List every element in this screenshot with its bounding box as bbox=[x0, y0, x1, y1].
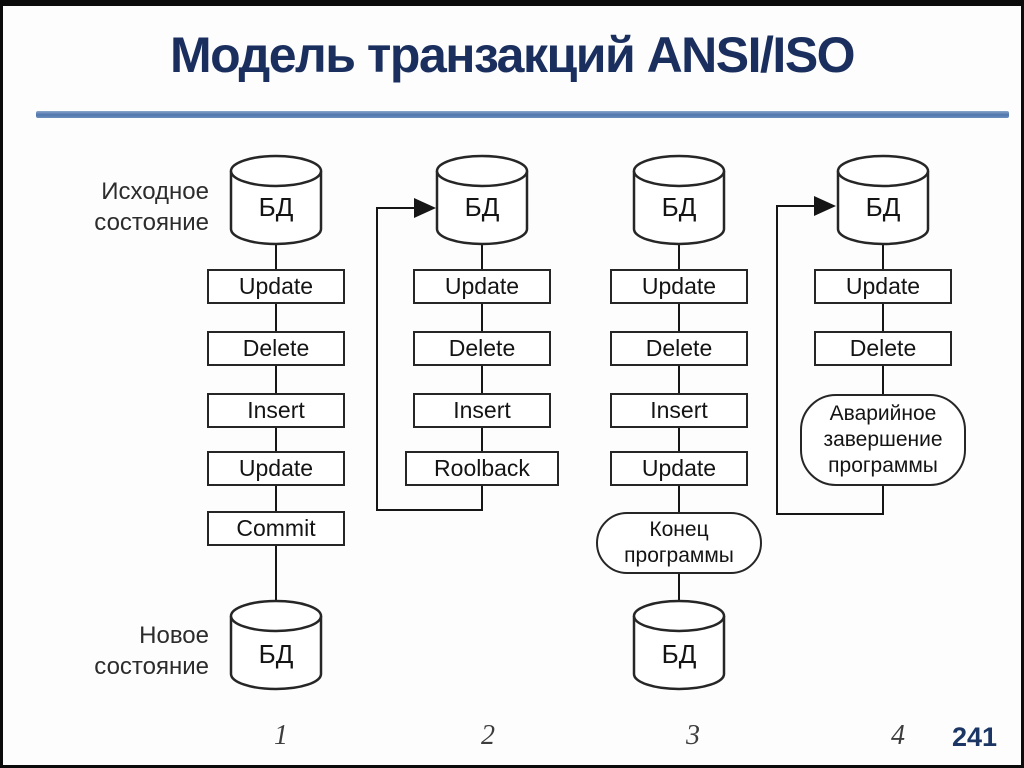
database-cylinder-icon bbox=[836, 154, 930, 246]
col3-top-database-cylinder bbox=[632, 154, 726, 253]
col1-step-commit: Commit bbox=[207, 511, 345, 546]
col3-step-update1: Update bbox=[610, 269, 748, 304]
col2-step-update: Update bbox=[413, 269, 551, 304]
database-cylinder-icon bbox=[229, 599, 323, 691]
column-number-4: 4 bbox=[891, 720, 905, 751]
col3-bottom-database-cylinder bbox=[632, 599, 726, 698]
database-cylinder-icon bbox=[229, 154, 323, 246]
col4-top-database-cylinder bbox=[836, 154, 930, 253]
col3-bottom-db-label: БД bbox=[661, 639, 697, 669]
col2-spine-line bbox=[481, 242, 483, 511]
title-underline bbox=[36, 111, 1009, 118]
col3-top-db-label: БД bbox=[661, 192, 697, 222]
col2-top-database-cylinder bbox=[435, 154, 529, 253]
col3-terminator-end-of-program: Конец программы bbox=[596, 512, 762, 574]
col4-step-update: Update bbox=[814, 269, 952, 304]
col1-step-update1: Update bbox=[207, 269, 345, 304]
col1-step-insert: Insert bbox=[207, 393, 345, 428]
col3-spine-line-lower bbox=[678, 572, 680, 601]
col1-bottom-db-label: БД bbox=[258, 639, 294, 669]
database-cylinder-icon bbox=[632, 599, 726, 691]
col2-step-rollback: Roolback bbox=[405, 451, 559, 486]
col3-spine-line bbox=[678, 242, 680, 514]
column-number-3: 3 bbox=[686, 720, 700, 751]
col4-spine-line bbox=[882, 242, 884, 515]
col3-step-update2: Update bbox=[610, 451, 748, 486]
col4-loop-arrowhead-icon bbox=[814, 196, 836, 216]
col1-top-db-label: БД bbox=[258, 192, 294, 222]
database-cylinder-icon bbox=[435, 154, 529, 246]
col2-top-db-label: БД bbox=[464, 192, 500, 222]
col4-top-db-label: БД bbox=[865, 192, 901, 222]
col2-loop-arrowhead-icon bbox=[414, 198, 436, 218]
col1-step-update2: Update bbox=[207, 451, 345, 486]
col3-step-insert: Insert bbox=[610, 393, 748, 428]
col1-bottom-database-cylinder bbox=[229, 599, 323, 698]
col3-step-delete: Delete bbox=[610, 331, 748, 366]
col1-step-delete: Delete bbox=[207, 331, 345, 366]
col2-loop-bottom-line bbox=[376, 509, 483, 511]
col4-loop-top-line bbox=[776, 205, 816, 207]
database-cylinder-icon bbox=[632, 154, 726, 246]
col2-step-delete: Delete bbox=[413, 331, 551, 366]
col4-loop-bottom-line bbox=[776, 513, 884, 515]
col2-loop-top-line bbox=[376, 207, 416, 209]
label-new-state: Новое состояние bbox=[94, 622, 209, 681]
slide-title: Модель транзакций ANSI/ISO bbox=[169, 27, 856, 83]
col4-terminator-abnormal-termination: Аварийное завершение программы bbox=[800, 394, 966, 486]
col4-step-delete: Delete bbox=[814, 331, 952, 366]
col4-loop-left-line bbox=[776, 205, 778, 515]
col2-loop-left-line bbox=[376, 207, 378, 511]
col1-top-database-cylinder bbox=[229, 154, 323, 253]
page-number: 241 bbox=[951, 722, 997, 752]
label-initial-state: Исходное состояние bbox=[94, 178, 209, 237]
col2-step-insert: Insert bbox=[413, 393, 551, 428]
column-number-2: 2 bbox=[481, 720, 495, 751]
column-number-1: 1 bbox=[274, 720, 288, 751]
